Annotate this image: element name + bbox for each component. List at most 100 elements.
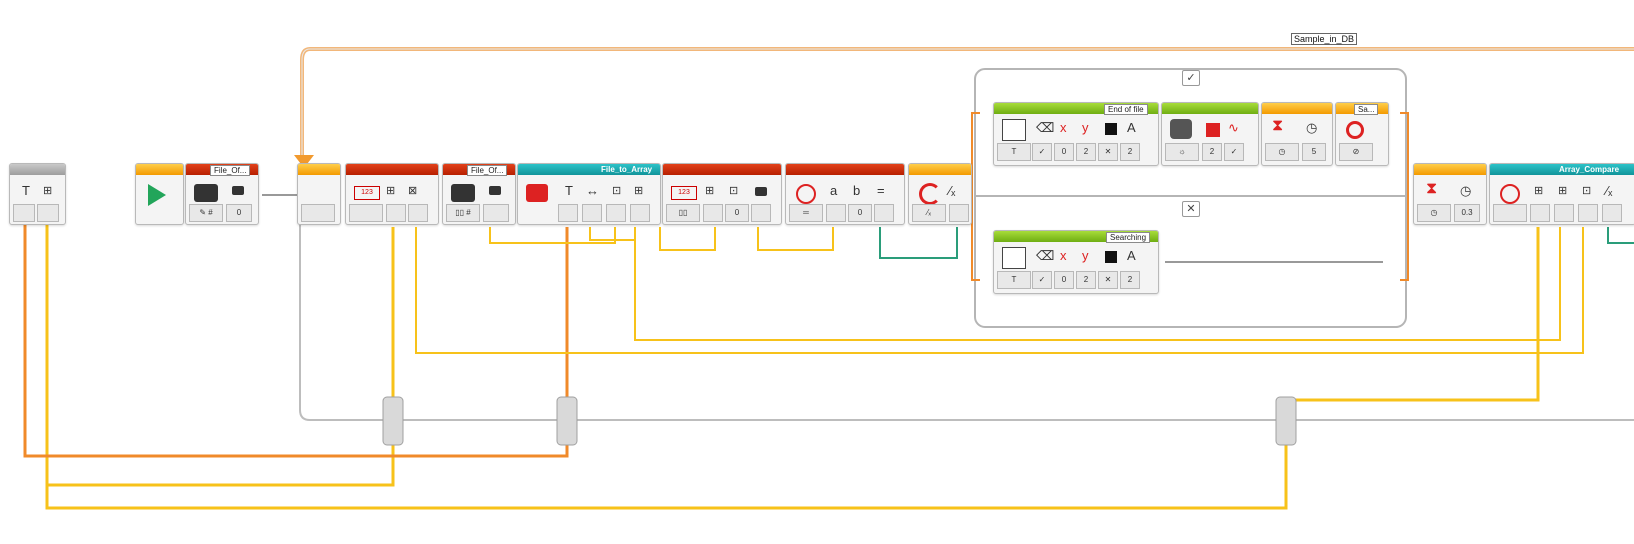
array-index-icon: ⊞ bbox=[386, 185, 396, 197]
file-to-array-title: File_to_Array bbox=[601, 165, 653, 174]
loop-mode-slot[interactable] bbox=[301, 204, 335, 222]
file-to-array-block[interactable]: File_to_Array T ↔ ⊡ ⊞ bbox=[517, 163, 661, 225]
briefcase-small-icon-3 bbox=[755, 187, 767, 196]
array-op-2-in[interactable] bbox=[703, 204, 723, 222]
compare-icon bbox=[796, 184, 816, 204]
array-op-2-mode[interactable]: ▯▯ bbox=[666, 204, 700, 222]
text-output-plug-2[interactable] bbox=[37, 204, 59, 222]
start-block[interactable] bbox=[135, 163, 184, 225]
display-eof-color[interactable]: ✕ bbox=[1098, 143, 1118, 161]
f2a-slot-4[interactable] bbox=[630, 204, 650, 222]
file-read-mode-slot[interactable]: ▯▯ # bbox=[446, 204, 480, 222]
wait-value[interactable]: 5 bbox=[1302, 143, 1326, 161]
array-op-1-out[interactable] bbox=[408, 204, 428, 222]
wire-orange-1 bbox=[23, 220, 569, 458]
array-op-1-in[interactable] bbox=[386, 204, 406, 222]
display-search-mode[interactable]: T bbox=[997, 271, 1031, 289]
loop-gray-outline bbox=[299, 170, 1634, 421]
display-eof-y[interactable]: 2 bbox=[1076, 143, 1096, 161]
number-in-icon: ⊡ bbox=[612, 185, 622, 197]
file-to-array-icon bbox=[526, 184, 548, 202]
compare-a: a bbox=[830, 183, 838, 198]
array-operations-block-1[interactable]: 123 ⊞ ⊠ bbox=[345, 163, 439, 225]
file-open-block-1[interactable]: File_Of... ✎ # 0 bbox=[185, 163, 259, 225]
compare-out[interactable] bbox=[874, 204, 894, 222]
file-mode-slot[interactable]: ✎ # bbox=[189, 204, 223, 222]
display-block-searching[interactable]: Searching ⌫ x y A T ✓ 0 2 ✕ 2 bbox=[993, 230, 1159, 294]
array-op-1-mode[interactable] bbox=[349, 204, 383, 222]
array-compare-mode[interactable] bbox=[1493, 204, 1527, 222]
wait-block-right[interactable]: ⧗ ◷ ◷ 0.3 bbox=[1413, 163, 1487, 225]
display-search-x[interactable]: 0 bbox=[1054, 271, 1074, 289]
array-length-icon: ⊠ bbox=[408, 185, 418, 197]
switch-block[interactable]: ⁄ₓ ⁄ₓ bbox=[908, 163, 972, 225]
wait-right-mode[interactable]: ◷ bbox=[1417, 204, 1451, 222]
color-icon-2 bbox=[1105, 251, 1117, 263]
loop-name-label[interactable]: Sample_in_DB bbox=[1291, 33, 1358, 45]
file-open-block-2[interactable]: File_Of... ▯▯ # bbox=[442, 163, 516, 225]
file-open-2-title: File_Of... bbox=[467, 165, 508, 176]
brick-light-icon bbox=[1170, 119, 1192, 139]
wire-logic-2 bbox=[1607, 227, 1634, 244]
brick-light-block[interactable]: ∿ ☼ 2 ✓ bbox=[1161, 102, 1259, 166]
array-compare-slot-3[interactable] bbox=[1578, 204, 1598, 222]
display-search-color[interactable]: ✕ bbox=[1098, 271, 1118, 289]
wire-yellow-e bbox=[589, 227, 635, 241]
case-false-button[interactable]: ✕ bbox=[1182, 201, 1200, 217]
timer-icon: ◷ bbox=[1306, 120, 1318, 135]
display-eof-font[interactable]: 2 bbox=[1120, 143, 1140, 161]
text-block[interactable]: T ⊞ bbox=[9, 163, 66, 225]
switch-icon bbox=[919, 183, 941, 205]
switch-input[interactable] bbox=[949, 204, 969, 222]
display-search-y[interactable]: 2 bbox=[1076, 271, 1096, 289]
display-eof-mode[interactable]: T bbox=[997, 143, 1031, 161]
play-icon[interactable] bbox=[148, 184, 166, 206]
y-coord-icon: y bbox=[1082, 120, 1089, 135]
compare-a-in[interactable] bbox=[826, 204, 846, 222]
f2a-slot-3[interactable] bbox=[606, 204, 626, 222]
wait-right-value[interactable]: 0.3 bbox=[1454, 204, 1480, 222]
array-op-2-value[interactable]: 0 bbox=[725, 204, 749, 222]
brick-light-mode[interactable]: ☼ bbox=[1165, 143, 1199, 161]
text-output-icon: ⊞ bbox=[43, 185, 53, 197]
array-op-2-out[interactable] bbox=[751, 204, 771, 222]
brick-light-pulse[interactable]: ✓ bbox=[1224, 143, 1244, 161]
font-size-icon-2: A bbox=[1127, 248, 1136, 263]
array-operations-block-2[interactable]: 123 ⊞ ⊡ ▯▯ 0 bbox=[662, 163, 782, 225]
array-compare-in-2-icon: ⊞ bbox=[1558, 185, 1568, 197]
sa-mode[interactable]: ⊘ bbox=[1339, 143, 1373, 161]
array-compare-slot-1[interactable] bbox=[1530, 204, 1550, 222]
f2a-slot-2[interactable] bbox=[582, 204, 602, 222]
array-compare-slot-2[interactable] bbox=[1554, 204, 1574, 222]
f2a-slot-1[interactable] bbox=[558, 204, 578, 222]
switch-mode[interactable]: ⁄ₓ bbox=[912, 204, 946, 222]
compare-block[interactable]: a b = ═ 0 bbox=[785, 163, 905, 225]
file-open-2-value[interactable] bbox=[483, 204, 509, 222]
wait-mode[interactable]: ◷ bbox=[1265, 143, 1299, 161]
array-compare-block[interactable]: Array_Compare ⊞ ⊞ ⊡ ⁄ₓ bbox=[1489, 163, 1634, 225]
display-search-clear[interactable]: ✓ bbox=[1032, 271, 1052, 289]
display-eof-header bbox=[994, 103, 1158, 114]
wait-block[interactable]: ⧗ ◷ ◷ 5 bbox=[1261, 102, 1333, 166]
display-search-font[interactable]: 2 bbox=[1120, 271, 1140, 289]
file-open-1-value[interactable]: 0 bbox=[226, 204, 252, 222]
display-eof-x[interactable]: 0 bbox=[1054, 143, 1074, 161]
text-output-plug[interactable] bbox=[13, 204, 35, 222]
case-true-button[interactable]: ✓ bbox=[1182, 70, 1200, 86]
wire-logic-1 bbox=[879, 227, 958, 259]
compare-mode[interactable]: ═ bbox=[789, 204, 823, 222]
display-eof-clear[interactable]: ✓ bbox=[1032, 143, 1052, 161]
loop-start-block[interactable] bbox=[297, 163, 341, 225]
compare-b-in[interactable]: 0 bbox=[848, 204, 872, 222]
pulse-icon: ∿ bbox=[1228, 120, 1239, 135]
brick-light-color[interactable]: 2 bbox=[1202, 143, 1222, 161]
light-color-icon bbox=[1206, 123, 1220, 137]
sa-block[interactable]: Sa... ⊘ bbox=[1335, 102, 1389, 166]
display-block-eof[interactable]: End of file ⌫ x y A T ✓ 0 2 ✕ 2 bbox=[993, 102, 1159, 166]
briefcase-small-icon-2 bbox=[489, 186, 501, 195]
arrows-icon: ↔ bbox=[586, 183, 599, 198]
loop-start-header bbox=[298, 164, 340, 175]
array-compare-slot-4[interactable] bbox=[1602, 204, 1622, 222]
logic-icon: ⁄ₓ bbox=[949, 183, 956, 198]
